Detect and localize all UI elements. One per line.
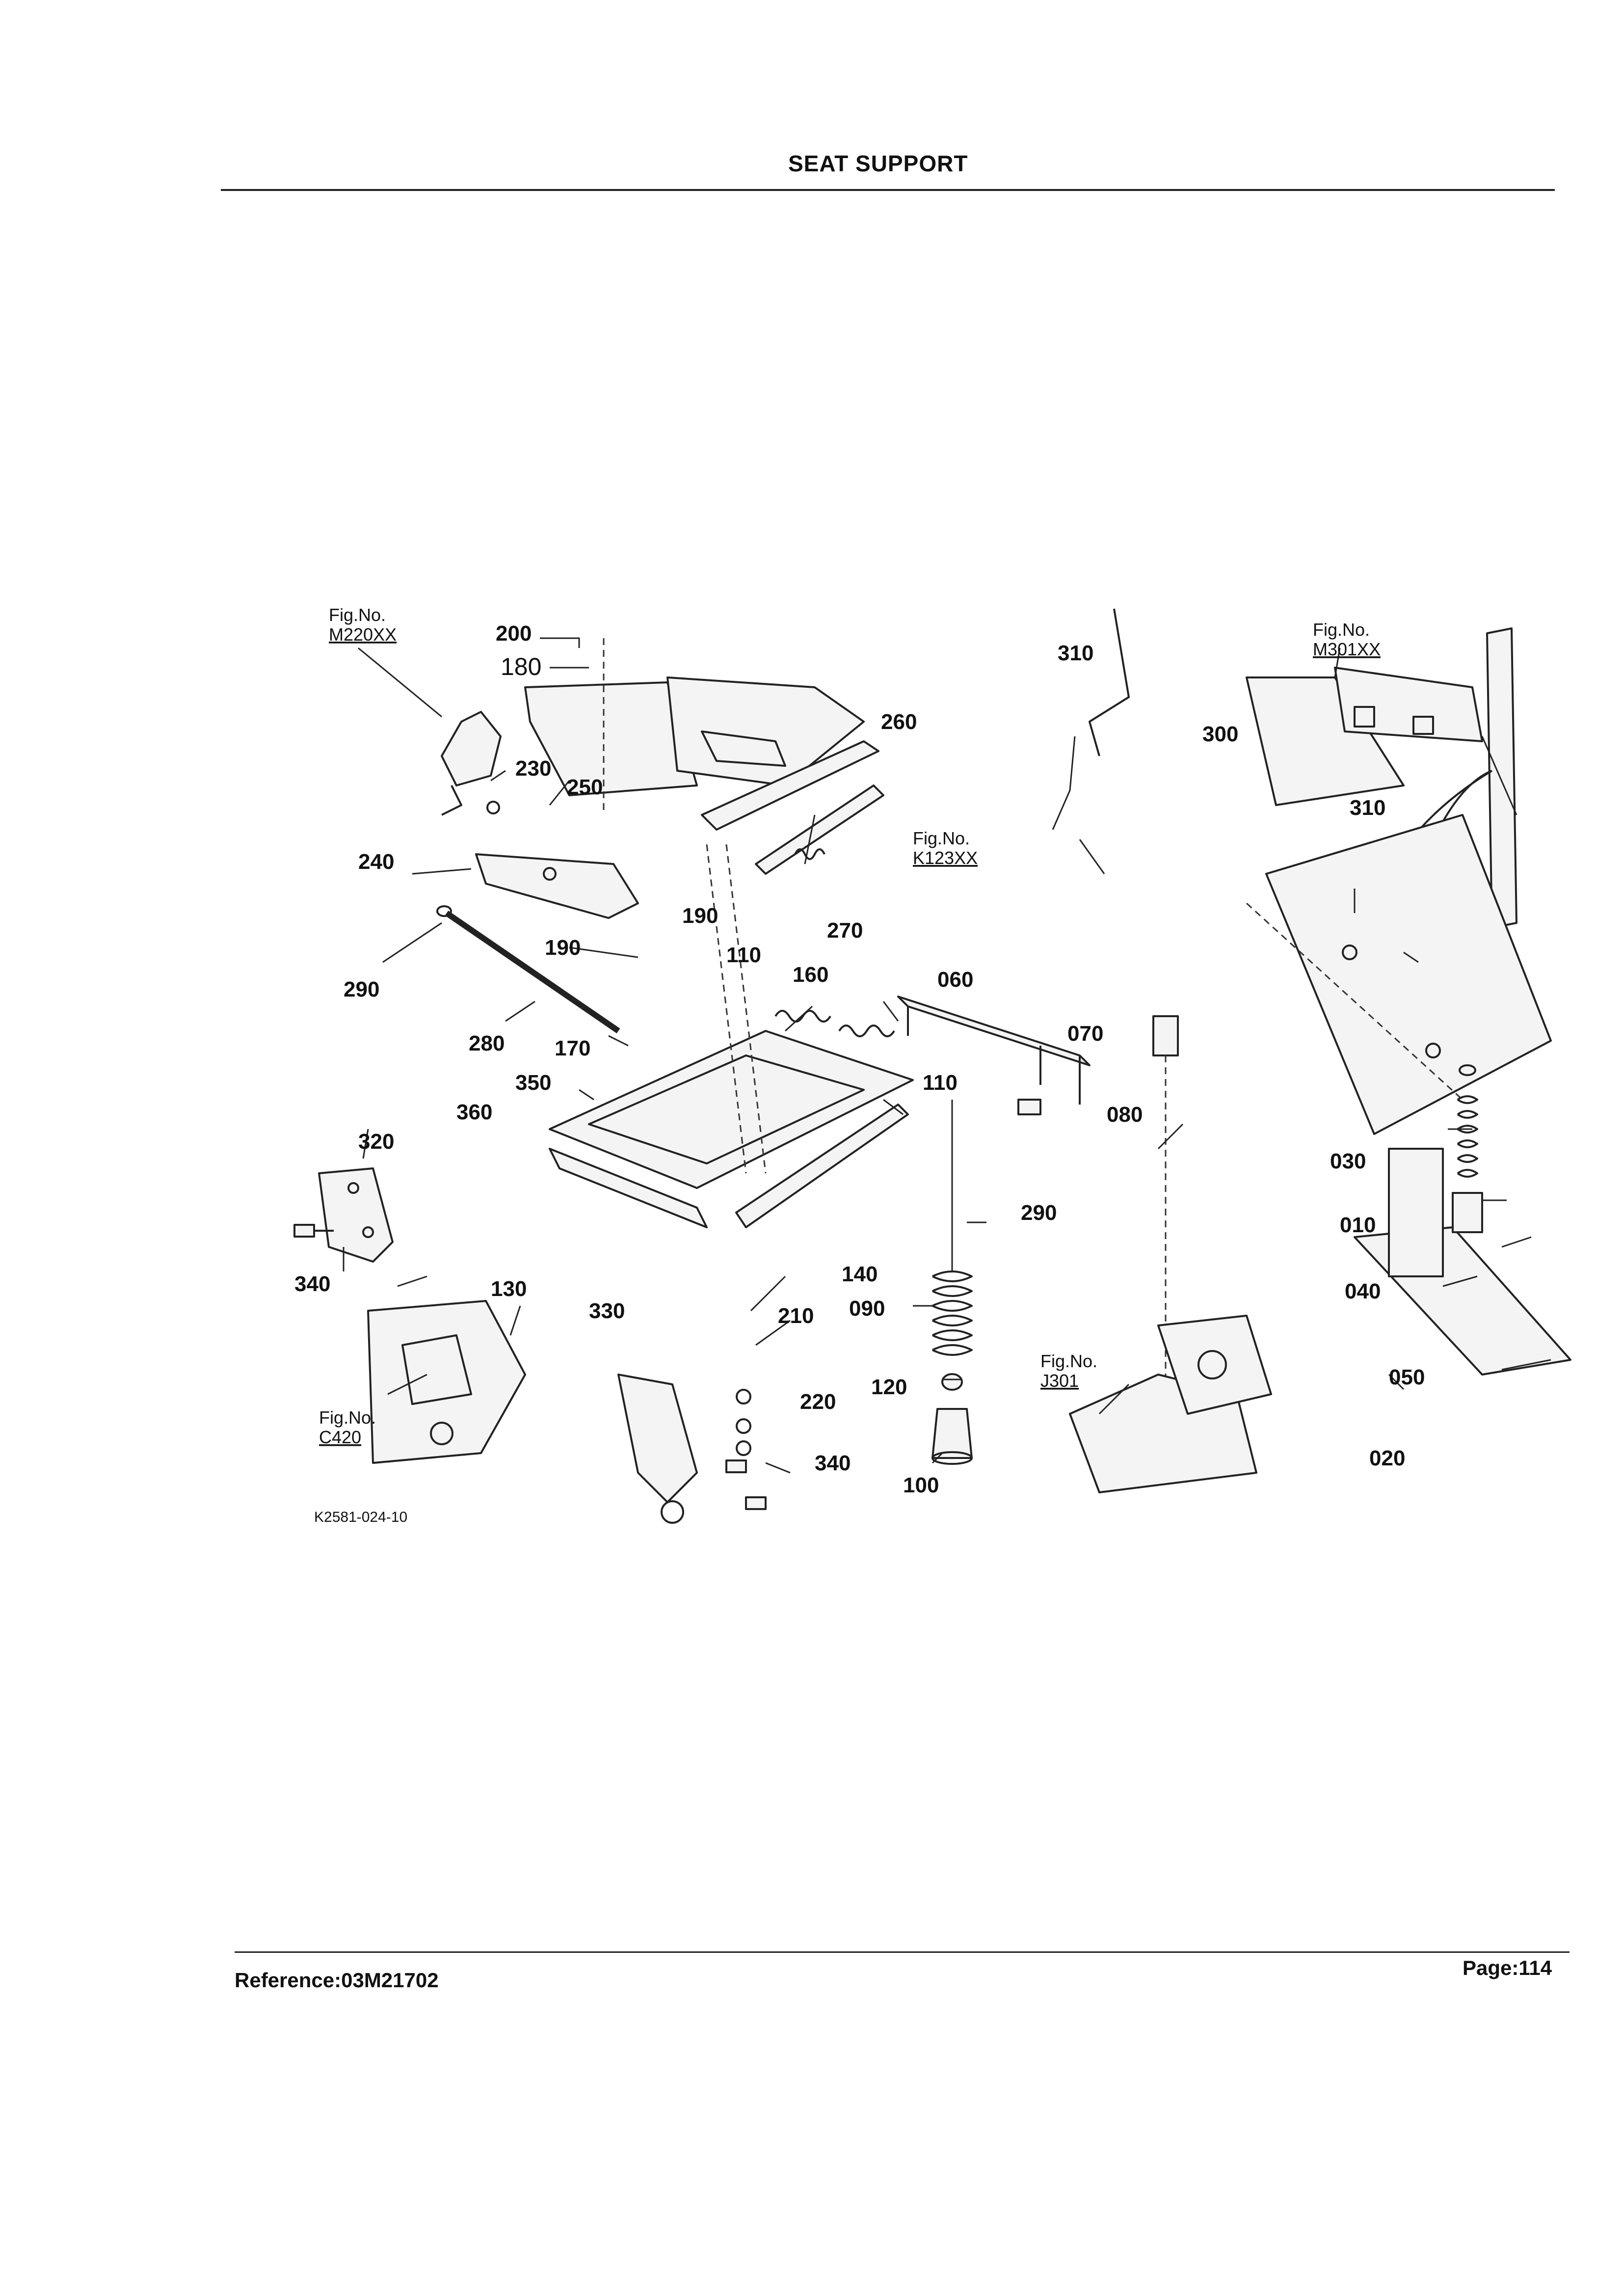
reference-number: Reference:03M21702 [235,1969,439,1992]
fig-label-j301: Fig.No. [1040,1351,1097,1371]
engine-block-c420 [367,1300,526,1464]
bracket-320 [318,1167,394,1263]
callout-340-right: 340 [815,1451,851,1475]
callout-160: 160 [793,963,828,987]
callout-110: 110 [726,943,761,967]
rail-260 [701,740,884,875]
lever-060 [897,996,1091,1115]
callout-050: 050 [1389,1365,1425,1389]
bolt-340-left [293,1224,334,1238]
header-rule [221,189,1555,191]
plate-k123xx [1246,814,1552,1135]
nut-stack-210-220 [736,1389,751,1456]
rod-280 [436,905,620,1033]
spring-010 [1452,1064,1483,1233]
fig-label-m220xx: Fig.No. [329,605,386,625]
fig-code-m220xx: M220XX [329,624,397,645]
callout-230: 230 [515,756,551,781]
callout-270: 270 [827,918,863,943]
spring-160 [774,1010,895,1037]
guard-300 [1334,667,1483,742]
footer-rule [235,1951,1570,1953]
upper-left-bracket [441,711,502,816]
callout-180: 180 [501,653,541,680]
page-number: Page:114 [1463,1956,1552,1979]
seat-frame-top [666,676,865,786]
callout-290: 290 [344,977,379,1001]
callout-190: 190 [545,936,581,960]
leader-lines [343,637,1551,1474]
spring-090 [932,1100,973,1356]
drawing-code: K2581-024-10 [314,1509,407,1525]
callout-250: 250 [567,775,603,799]
callout-360: 360 [456,1100,492,1124]
fig-label-k123xx: Fig.No. [913,828,970,848]
damper-100 [931,1408,973,1465]
transmission-j301 [1069,1315,1272,1493]
callout-170: 170 [555,1036,590,1060]
callout-320: 320 [358,1130,394,1154]
callout-220: 220 [800,1390,836,1414]
fig-code-c420: C420 [319,1427,361,1447]
bracket-330 [617,1374,767,1524]
fig-label-m301xx: Fig.No. [1313,620,1370,640]
callout-340-left: 340 [294,1272,330,1296]
page-title: SEAT SUPPORT [788,151,968,176]
callout-310-top: 310 [1058,641,1093,665]
callout-100: 100 [903,1473,939,1497]
exploded-view-drawing: Fig.No. M220XX Fig.No. M301XX Fig.No. K1… [293,605,1571,1525]
callout-080: 080 [1107,1103,1143,1127]
fig-label-c420: Fig.No. [319,1407,376,1428]
callout-260: 260 [881,710,917,734]
seat-bracket-050 [1354,1148,1571,1376]
collar-120 [941,1373,963,1391]
parts-diagram: Fig.No. M220XX Fig.No. M301XX Fig.No. K1… [293,605,1571,1532]
callout-280: 280 [469,1031,505,1055]
callout-210: 210 [778,1304,814,1328]
carriage-frame-140 [549,844,914,1228]
callout-130: 130 [491,1277,527,1301]
bracket-240 [475,853,639,919]
callout-010: 010 [1340,1213,1376,1237]
callout-140: 140 [842,1262,878,1286]
callout-190-center: 190 [682,904,718,928]
callout-030: 030 [1330,1149,1366,1173]
callout-300: 300 [1202,722,1238,746]
callout-350: 350 [515,1071,551,1095]
callout-310-right: 310 [1350,796,1385,820]
knob-070 [1152,1015,1179,1404]
callout-090: 090 [849,1297,885,1321]
callout-240: 240 [358,850,394,874]
callout-020: 020 [1369,1446,1405,1470]
callout-070: 070 [1067,1022,1103,1046]
callout-060: 060 [937,968,973,992]
callout-120: 120 [871,1375,907,1399]
callout-040: 040 [1345,1279,1381,1303]
fig-code-j301: J301 [1040,1371,1079,1391]
seat-plate-180 [524,638,698,815]
callout-200: 200 [496,621,532,646]
callout-110-right: 110 [923,1071,958,1095]
fig-code-k123xx: K123XX [913,848,978,868]
fig-code-m301xx: M301XX [1313,639,1381,659]
callout-290-right: 290 [1021,1201,1057,1225]
callout-330: 330 [589,1299,625,1323]
